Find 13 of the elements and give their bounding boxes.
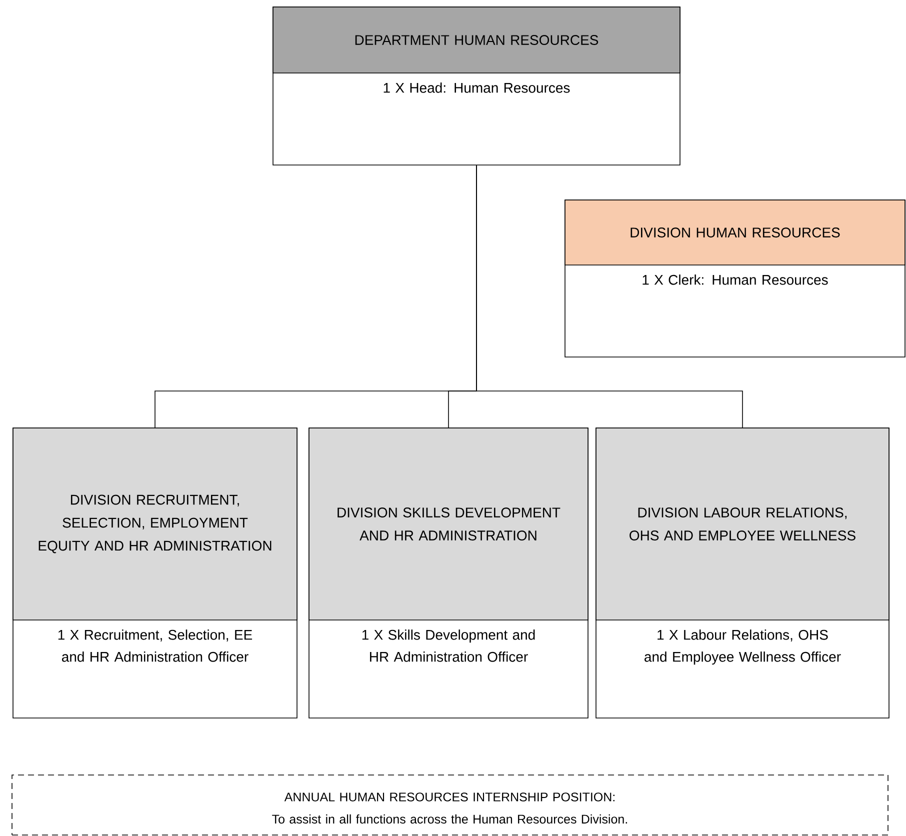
division-title: DIVISION LABOUR RELATIONS, OHS AND EMPLOYEE WELLNESS (630, 508, 856, 540)
position-text: 1 X Head: Human Resources (384, 82, 570, 93)
position-text: 1 X Clerk: Human Resources (642, 274, 828, 285)
position-text: 1 X Labour Relations, OHS and Employee Wellness Officer (644, 630, 841, 665)
division-title: DIVISION HUMAN RESOURCES (630, 228, 840, 238)
division-title: DIVISION RECRUITMENT, SELECTION, EMPLOYMENT EQUITY AND HR ADMINISTRATION (38, 494, 272, 554)
position-text: 1 X Recruitment, Selection, EE and HR Administration Officer (58, 630, 252, 662)
division-title: DIVISION SKILLS DEVELOPMENT AND HR ADMINISTRATION (338, 508, 560, 540)
note-text: To assist in all functions across the Human Resources Division. (272, 814, 627, 824)
position-text: 1 X Skills Development and HR Administration Officer (362, 630, 535, 662)
note-text: ANNUAL HUMAN RESOURCES INTERNSHIP POSITION: (284, 792, 614, 802)
connector-line (476, 165, 743, 428)
division-title: DEPARTMENT HUMAN RESOURCES (355, 35, 598, 45)
